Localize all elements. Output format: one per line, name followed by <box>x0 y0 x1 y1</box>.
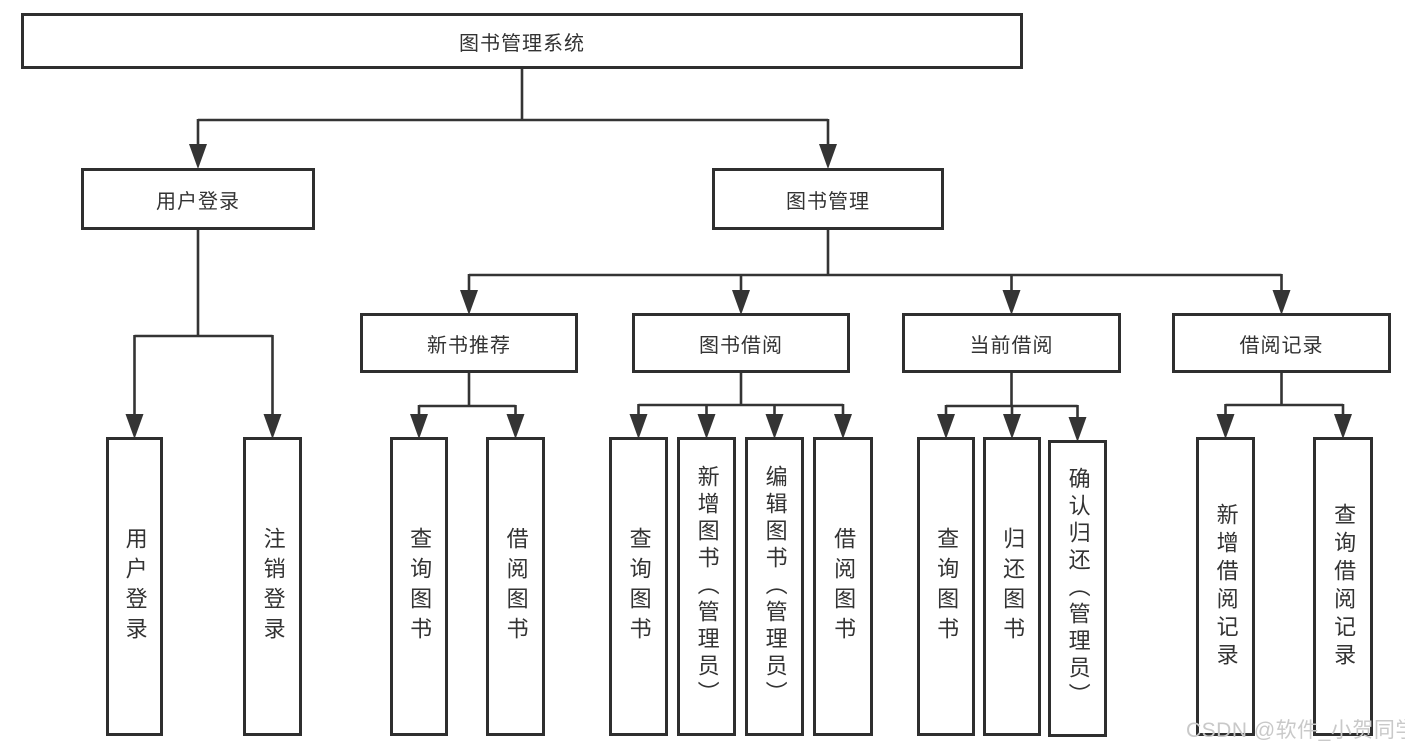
leaf-label: 新增借阅记录 <box>1213 502 1239 671</box>
leaf-label: 查询图书 <box>934 526 960 647</box>
watermark: CSDN @软件_小贺同学 <box>1186 719 1405 742</box>
leaf-borrow-books: 借阅图书 <box>813 437 873 736</box>
leaf-label: 编辑图书（管理员） <box>762 465 788 708</box>
leaf-label: 新增图书（管理员） <box>694 465 720 708</box>
connector-records-to-leaves <box>1216 373 1352 439</box>
leaf-return-books: 归还图书 <box>983 437 1041 736</box>
node-book-management: 图书管理 <box>712 168 944 230</box>
leaf-user-login: 用户登录 <box>106 437 163 736</box>
leaf-label: 用户登录 <box>122 526 148 647</box>
leaf-label: 查询图书 <box>407 526 433 647</box>
connector-root-to-level2 <box>189 69 837 169</box>
leaf-add-books-admin: 新增图书（管理员） <box>677 437 736 736</box>
node-current-borrow: 当前借阅 <box>902 313 1121 373</box>
leaf-query-borrow-record: 查询借阅记录 <box>1313 437 1373 736</box>
leaf-query-books-current: 查询图书 <box>917 437 975 736</box>
node-new-book-recommend: 新书推荐 <box>360 313 578 373</box>
leaf-query-books-borrow: 查询图书 <box>609 437 668 736</box>
connector-borrow-to-leaves <box>629 373 852 439</box>
node-root: 图书管理系统 <box>21 13 1023 69</box>
connector-userlogin-to-leaves <box>125 230 282 439</box>
leaf-label: 查询图书 <box>626 526 652 647</box>
leaf-logout: 注销登录 <box>243 437 302 736</box>
leaf-label: 注销登录 <box>260 526 286 647</box>
node-book-borrow: 图书借阅 <box>632 313 850 373</box>
connector-bookmgmt-to-level3 <box>460 230 1291 315</box>
leaf-borrow-books-recommend: 借阅图书 <box>486 437 545 736</box>
leaf-add-borrow-record: 新增借阅记录 <box>1196 437 1255 736</box>
connector-current-to-leaves <box>937 373 1087 442</box>
leaf-label: 借阅图书 <box>831 526 857 647</box>
node-borrow-records: 借阅记录 <box>1172 313 1391 373</box>
leaf-label: 确认归还（管理员） <box>1065 467 1091 710</box>
leaf-confirm-return-admin: 确认归还（管理员） <box>1048 440 1107 737</box>
leaf-label: 借阅图书 <box>503 526 529 647</box>
leaf-edit-books-admin: 编辑图书（管理员） <box>745 437 804 736</box>
connector-recommend-to-leaves <box>410 373 525 439</box>
leaf-label: 归还图书 <box>1000 526 1026 647</box>
node-user-login: 用户登录 <box>81 168 315 230</box>
leaf-label: 查询借阅记录 <box>1331 502 1357 671</box>
leaf-query-books-recommend: 查询图书 <box>390 437 448 736</box>
